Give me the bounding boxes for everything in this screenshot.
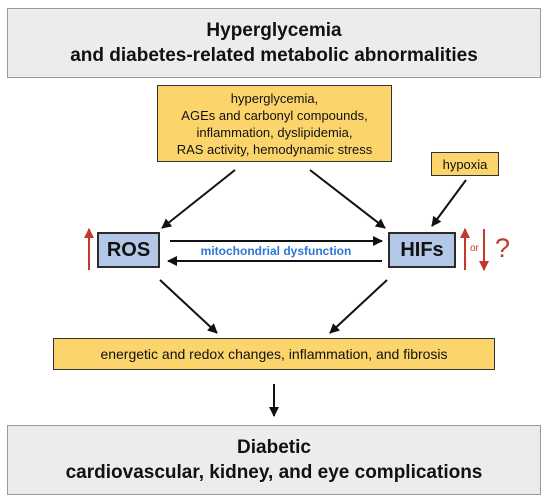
arrow-factors-to-hifs — [309, 169, 386, 229]
factors-line-1: hyperglycemia, — [230, 90, 319, 106]
hypoxia-label: hypoxia — [442, 156, 488, 172]
factors-line-4: RAS activity, hemodynamic stress — [176, 141, 373, 157]
footer-line-1: Diabetic — [237, 437, 311, 458]
footer-line-2: cardiovascular, kidney, and eye complica… — [65, 462, 483, 483]
arrow-ros-to-outcomes — [159, 279, 218, 334]
factors-line-3: inflammation, dyslipidemia, — [196, 124, 353, 140]
factors-box: hyperglycemia, AGEs and carbonyl compoun… — [157, 85, 392, 162]
hypoxia-box: hypoxia — [431, 152, 499, 176]
or-label: or — [470, 243, 479, 254]
header-line-1: Hyperglycemia — [206, 20, 342, 41]
factors-line-2: AGEs and carbonyl compounds, — [181, 107, 368, 123]
header-line-2: and diabetes-related metabolic abnormali… — [70, 45, 478, 66]
mitochondrial-dysfunction-label: mitochondrial dysfunction — [200, 244, 352, 258]
header-box: Hyperglycemia and diabetes-related metab… — [7, 8, 541, 78]
footer-box: Diabetic cardiovascular, kidney, and eye… — [7, 425, 541, 495]
outcomes-box: energetic and redox changes, inflammatio… — [53, 338, 495, 370]
question-mark: ? — [495, 233, 511, 263]
hifs-label: HIFs — [400, 238, 444, 261]
ros-box: ROS — [97, 232, 160, 268]
arrow-hifs-to-outcomes — [329, 279, 388, 334]
hifs-box: HIFs — [388, 232, 456, 268]
arrow-hypoxia-to-hifs — [431, 179, 467, 227]
outcomes-label: energetic and redox changes, inflammatio… — [100, 345, 448, 362]
arrow-factors-to-ros — [161, 169, 236, 229]
ros-label: ROS — [106, 238, 151, 261]
